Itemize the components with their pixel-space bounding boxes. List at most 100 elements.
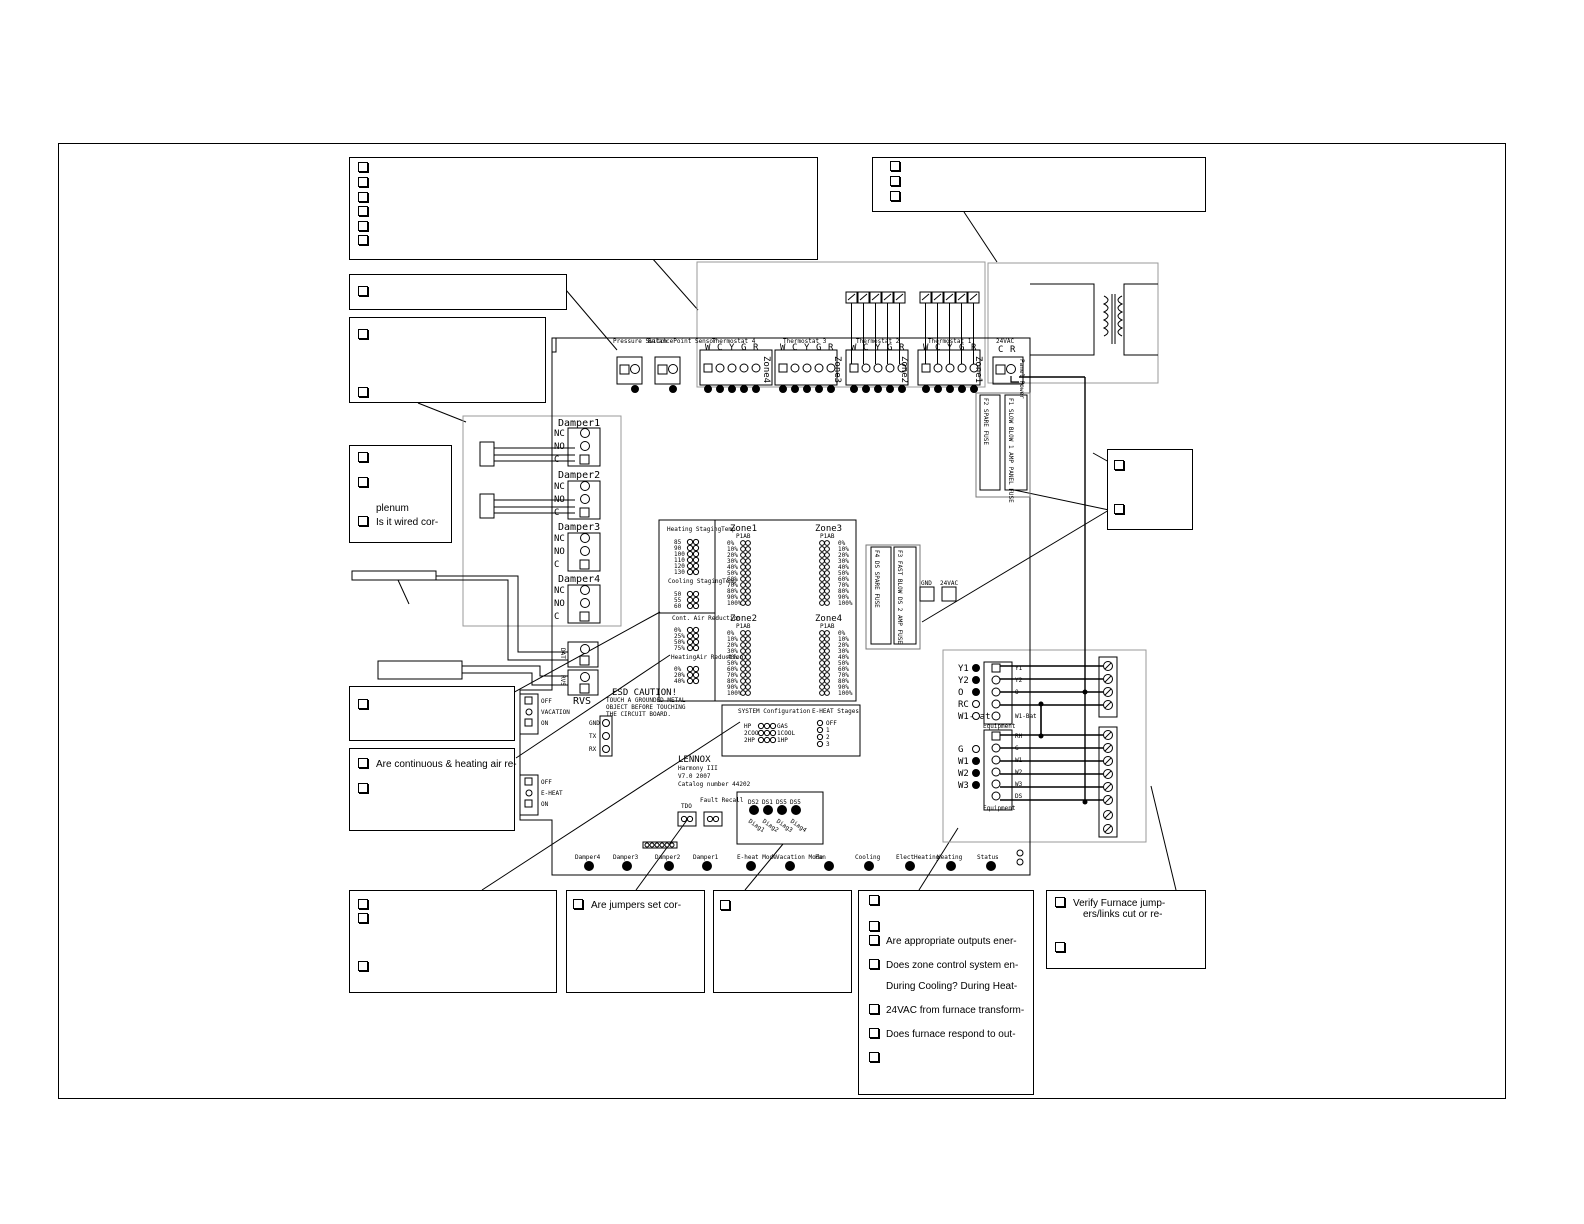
checkbox[interactable]	[358, 192, 368, 202]
status-led-label: Damper3	[613, 854, 639, 861]
24vac-note: 24VAC from furnace transform-	[886, 1005, 1025, 1016]
damper2-ext-terminal	[479, 493, 495, 519]
checkbox[interactable]	[1114, 504, 1124, 514]
zone4-pin	[824, 684, 830, 690]
tstat-pin	[826, 363, 836, 373]
mount-hole	[1016, 849, 1024, 857]
diag-led-panel	[736, 791, 824, 845]
checkbox[interactable]	[358, 477, 368, 487]
damper-pin	[580, 546, 590, 556]
thermostat4-label: Thermostat 4	[712, 338, 756, 345]
checkbox[interactable]	[890, 161, 900, 171]
cont-air-pin	[686, 644, 694, 652]
equipment-right-label: W1-Bat	[1015, 713, 1037, 720]
zone2-pin	[740, 660, 746, 666]
checkbox[interactable]	[358, 961, 368, 971]
tstat-term-label: G	[741, 343, 746, 353]
eheat-stage-pin	[816, 719, 824, 727]
tstat-mount-hole	[946, 385, 954, 393]
system-config-pin	[757, 729, 765, 737]
checkbox[interactable]	[358, 699, 368, 709]
checkbox[interactable]	[358, 387, 368, 397]
switch-label: ON	[541, 720, 549, 727]
fuse-f4-label: F4 DS SPARE FUSE	[873, 550, 880, 608]
zone2-label: 80%	[727, 678, 738, 685]
checkbox[interactable]	[869, 895, 879, 905]
zone4-pin	[824, 660, 830, 666]
checkbox[interactable]	[869, 1052, 879, 1062]
zone2-label: 70%	[727, 672, 738, 679]
checkbox[interactable]	[358, 286, 368, 296]
checkbox[interactable]	[358, 516, 368, 526]
screw-slot	[859, 293, 868, 301]
zone2-pin	[745, 684, 751, 690]
tstat-pin	[885, 363, 895, 373]
esd-line-2: OBJECT BEFORE TOUCHING	[606, 704, 686, 711]
zone3-label: 50%	[838, 570, 849, 577]
checkbox[interactable]	[1055, 897, 1065, 907]
checkbox[interactable]	[358, 162, 368, 172]
checkbox[interactable]	[358, 899, 368, 909]
damper1-label: Damper1	[558, 418, 600, 429]
status-led-label: Damper4	[575, 854, 601, 861]
checkbox[interactable]	[358, 452, 368, 462]
zone1-pin	[740, 540, 746, 546]
eheat-stage-label: 2	[826, 734, 830, 741]
switch-label: OFF	[541, 779, 552, 786]
tstat-pin-square	[849, 363, 859, 373]
checkbox[interactable]	[358, 235, 368, 245]
checkbox[interactable]	[573, 899, 583, 909]
checkbox[interactable]	[358, 177, 368, 187]
zone2-pin	[745, 648, 751, 654]
zone1-pin	[740, 582, 746, 588]
diag-led	[763, 805, 773, 815]
zone2-pin	[745, 666, 751, 672]
checkbox[interactable]	[358, 221, 368, 231]
checkbox[interactable]	[358, 329, 368, 339]
checkbox[interactable]	[1055, 942, 1065, 952]
checkbox[interactable]	[869, 935, 879, 945]
zone3-pin	[819, 576, 825, 582]
checkbox[interactable]	[890, 176, 900, 186]
furnace-respond-note: Does furnace respond to out-	[886, 1029, 1016, 1040]
cooling-staging-pin	[692, 596, 700, 604]
checkbox[interactable]	[1114, 460, 1124, 470]
checkbox[interactable]	[358, 206, 368, 216]
zone3-pin	[819, 540, 825, 546]
pressure-switch-connector	[616, 356, 643, 385]
checkbox[interactable]	[358, 783, 368, 793]
thermostat3-label: Thermostat 3	[783, 338, 827, 345]
connector-pin-square	[619, 364, 630, 375]
zone1-pin	[745, 564, 751, 570]
checkbox[interactable]	[869, 1004, 879, 1014]
checkbox[interactable]	[720, 900, 730, 910]
checkbox[interactable]	[358, 758, 368, 768]
checkbox[interactable]	[890, 191, 900, 201]
cont-air-label: 25%	[674, 633, 685, 640]
status-led-label: E-heat Mode	[737, 854, 777, 861]
zone2-label: 90%	[727, 684, 738, 691]
zone4-pin	[819, 660, 825, 666]
damper-term-label: C	[554, 560, 559, 570]
zone1-label: 70%	[727, 582, 738, 589]
heating-air-label: HeatingAir Reduction	[671, 654, 744, 661]
header-pin	[649, 842, 655, 848]
zone3-pin	[819, 600, 825, 606]
zone4-pin	[819, 690, 825, 696]
zone1-label: 30%	[727, 558, 738, 565]
zone4-label: 70%	[838, 672, 849, 679]
checkbox[interactable]	[869, 959, 879, 969]
checkbox[interactable]	[869, 921, 879, 931]
zone4-pin	[824, 666, 830, 672]
model: Harmony III	[678, 765, 718, 772]
checkbox[interactable]	[869, 1028, 879, 1038]
checkbox[interactable]	[358, 913, 368, 923]
zone2-pin	[745, 636, 751, 642]
tstat-pin	[715, 363, 725, 373]
equipment-pin	[991, 743, 1001, 753]
zone1-pin	[745, 546, 751, 552]
system-config-left: HP	[744, 723, 752, 730]
zone3-piab: P1AB	[820, 533, 835, 540]
rvs-label: RVS	[573, 696, 591, 707]
zone4-label: 100%	[838, 690, 853, 697]
